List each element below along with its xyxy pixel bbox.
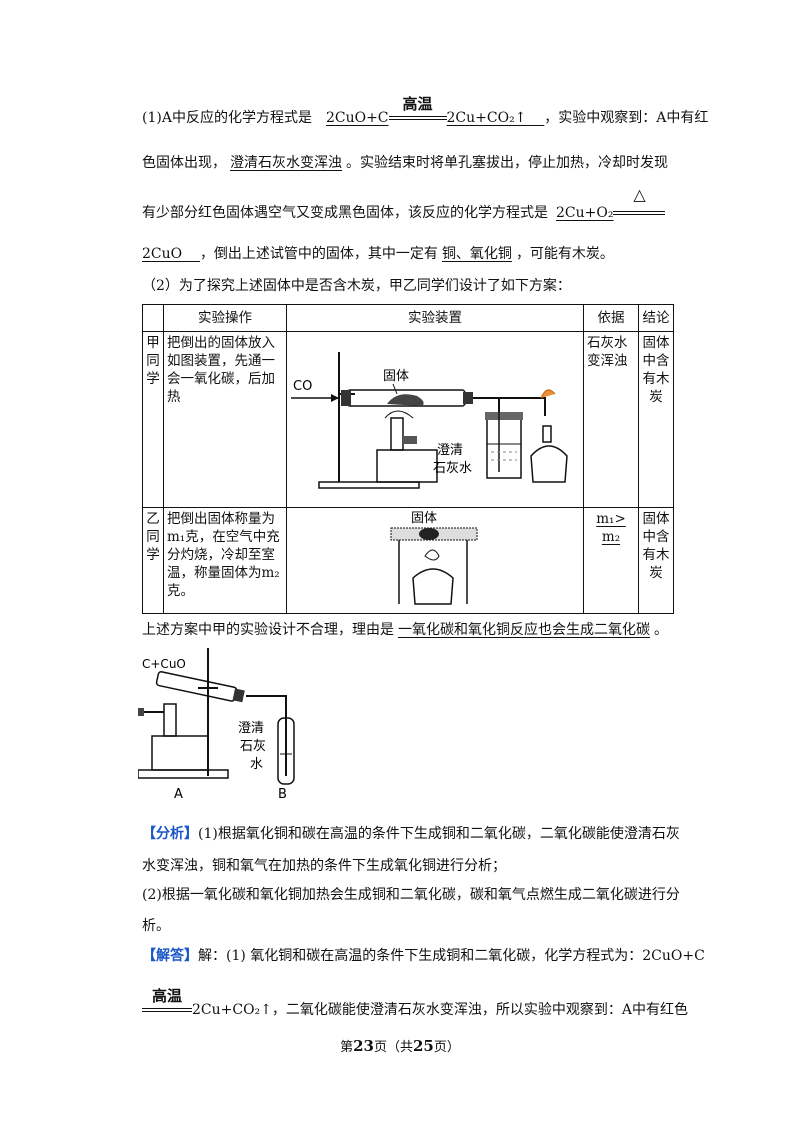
footer-suffix: 页）	[433, 1040, 460, 1055]
answer-cond-label: 高温	[151, 987, 182, 1005]
row2-apparatus: 固体	[286, 507, 584, 614]
row1-operation: 把倒出的固体放入如图装置，先通一会一氧化碳，后加热	[163, 331, 287, 508]
answer-condition: 高温	[142, 987, 192, 1020]
q1-text: (1)A中反应的化学方程式是	[142, 110, 312, 126]
observation-answer: 澄清石灰水变浑浊	[230, 155, 342, 171]
analysis-line-1: 【分析】(1)根据氧化铜和碳在高温的条件下生成铜和二氧化碳，二氧化碳能使澄清石灰	[142, 824, 680, 844]
reason-period: 。	[654, 622, 668, 638]
analysis-text: (1)根据氧化铜和碳在高温的条件下生成铜和二氧化碳，二氧化碳能使澄清石灰	[198, 826, 680, 842]
row1-basis: 石灰水变浑浊	[583, 331, 639, 508]
q1-text: 有少部分红色固体遇空气又变成黑色固体，该反应的化学方程式是	[142, 205, 548, 221]
answer-equals-sign	[142, 1008, 192, 1012]
certain-answer: 铜、氧化铜	[441, 246, 512, 262]
reason-answer: 一氧化碳和氧化铜反应也会生成二氧化碳	[398, 622, 650, 638]
row2-who-text: 乙同学	[146, 511, 160, 563]
eq2-condition: △	[613, 185, 666, 223]
eq2-left: 2Cu+O₂	[556, 205, 614, 221]
row2-conclusion: 固体中含有木炭	[638, 507, 674, 614]
row1-who-text: 甲同学	[146, 335, 160, 387]
header-empty	[142, 304, 164, 332]
q1-text: ，倒出上述试管中的固体，其中一定有	[199, 246, 438, 262]
experiment-table: 实验操作 实验装置 依据 结论 甲同学 把倒出的固体放入如图装置，先通一会一氧化…	[142, 304, 674, 614]
table-row: 甲同学 把倒出的固体放入如图装置，先通一会一氧化碳，后加热	[142, 331, 674, 508]
total-pages: 25	[413, 1037, 434, 1055]
answer-text: 2Cu+CO₂↑，二氧化碳能使澄清石灰水变浑浊，所以实验中观察到：A中有红色	[192, 1002, 689, 1018]
answer-tag-open: 【	[142, 948, 156, 964]
fig-lime-label-3: 水	[250, 757, 263, 772]
label-b: B	[278, 787, 287, 802]
burning-apparatus-figure: 固体	[390, 511, 478, 605]
eq1-answer: 2CuO+C 高温 2Cu+CO₂↑	[312, 95, 544, 128]
q1-text: ，可能有木炭。	[515, 246, 614, 262]
answer-line-2: 高温 2Cu+CO₂↑，二氧化碳能使澄清石灰水变浑浊，所以实验中观察到：A中有红色	[142, 987, 689, 1020]
analysis-tag: 分析	[156, 826, 184, 842]
row2-basis-bottom: m₂	[601, 529, 621, 545]
q2-intro-text: （2）为了探究上述固体中是否含木炭，甲乙同学们设计了如下方案：	[142, 278, 571, 294]
fig-lime-label-1: 澄清	[238, 721, 264, 736]
row2-operation: 把倒出固体称量为m₁克，在空气中充分灼烧，冷却至室温，称量固体为m₂克。	[163, 507, 287, 614]
header-operation: 实验操作	[163, 304, 287, 332]
eq1-right: 2Cu+CO₂↑	[446, 110, 527, 126]
label-a: A	[174, 787, 183, 802]
reason-text: 上述方案中甲的实验设计不合理，理由是	[142, 622, 394, 638]
fig-lime-label-2: 石灰	[240, 739, 266, 754]
eq1-cond-label: 高温	[402, 95, 433, 113]
solid-label: 固体	[383, 369, 409, 384]
analysis-text: (2)根据一氧化碳和氧化铜加热会生成铜和二氧化碳，碳和氧气点燃生成二氧化碳进行分	[142, 887, 680, 903]
analysis-line-4: 析。	[142, 916, 170, 936]
figure-a-b: C+CuO 澄清 石灰 水 A B	[138, 648, 295, 802]
limewater-label-1: 澄清	[437, 443, 463, 458]
c-cuo-label: C+CuO	[142, 657, 186, 671]
eq2-equals-sign	[613, 211, 666, 215]
answer-text: 解：(1) 氧化铜和碳在高温的条件下生成铜和二氧化碳，化学方程式为：2CuO+C	[198, 948, 705, 964]
q2-intro: （2）为了探究上述固体中是否含木炭，甲乙同学们设计了如下方案：	[142, 276, 571, 296]
q1-text: 。实验结束时将单孔塞拔出，停止加热，冷却时发现	[346, 155, 668, 171]
page-footer: 第23页（共25页）	[0, 1036, 800, 1055]
answer-line-1: 【解答】解：(1) 氧化铜和碳在高温的条件下生成铜和二氧化碳，化学方程式为：2C…	[142, 946, 705, 966]
footer-prefix: 第	[340, 1040, 354, 1055]
limewater-label-2: 石灰水	[433, 461, 472, 476]
q1-line-4: 2CuO ，倒出上述试管中的固体，其中一定有铜、氧化铜，可能有木炭。	[142, 244, 614, 264]
co-reduction-apparatus-figure: CO 固体 澄清 石灰水	[291, 352, 568, 489]
row2-who: 乙同学	[142, 507, 164, 614]
row2-basis: m₁> m₂	[583, 507, 639, 614]
row1-who: 甲同学	[142, 331, 164, 508]
header-conclusion: 结论	[638, 304, 674, 332]
row1-conclusion-text: 固体中含有木炭	[642, 335, 670, 405]
eq1-condition: 高温	[388, 95, 447, 128]
header-apparatus: 实验装置	[286, 304, 584, 332]
row1-conclusion: 固体中含有木炭	[638, 331, 674, 508]
q1-line-2: 色固体出现，澄清石灰水变浑浊。实验结束时将单孔塞拔出，停止加热，冷却时发现	[142, 153, 668, 173]
analysis-tag-open: 【	[142, 826, 156, 842]
analysis-text: 水变浑浊，铜和氧气在加热的条件下生成氧化铜进行分析；	[142, 858, 506, 874]
table-header-row: 实验操作 实验装置 依据 结论	[142, 304, 674, 332]
page-number: 23	[353, 1037, 374, 1055]
solid-label-2: 固体	[411, 511, 437, 526]
analysis-line-2: 水变浑浊，铜和氧气在加热的条件下生成氧化铜进行分析；	[142, 856, 506, 876]
q1-line-1: (1)A中反应的化学方程式是 2CuO+C 高温 2Cu+CO₂↑ ，实验中观察到：A…	[142, 95, 709, 128]
q1-line-3: 有少部分红色固体遇空气又变成黑色固体，该反应的化学方程式是 2Cu+O₂ △	[142, 185, 666, 223]
eq1-left: 2CuO+C	[325, 110, 389, 126]
eq1-equals-sign	[388, 116, 447, 120]
eq2-right: 2CuO	[142, 246, 183, 262]
eq2-cond-label: △	[633, 185, 646, 204]
row1-apparatus: CO 固体 澄清 石灰水	[286, 331, 584, 508]
footer-mid: 页（共	[373, 1040, 413, 1055]
row2-conclusion-text: 固体中含有木炭	[642, 511, 670, 581]
q1-text: 色固体出现，	[142, 155, 226, 171]
answer-tag-close: 】	[184, 948, 198, 964]
analysis-line-3: (2)根据一氧化碳和氧化铜加热会生成铜和二氧化碳，碳和氧气点燃生成二氧化碳进行分	[142, 885, 680, 905]
table-row: 乙同学 把倒出固体称量为m₁克，在空气中充分灼烧，冷却至室温，称量固体为m₂克。…	[142, 507, 674, 614]
eq2-answer: 2Cu+O₂ △	[548, 185, 666, 223]
q1-text: ，实验中观察到：A中有红	[544, 110, 709, 126]
answer-tag: 解答	[156, 948, 184, 964]
co-label: CO	[293, 379, 312, 394]
reason-line: 上述方案中甲的实验设计不合理，理由是一氧化碳和氧化铜反应也会生成二氧化碳。	[142, 620, 668, 640]
header-basis: 依据	[583, 304, 639, 332]
analysis-tag-close: 】	[184, 826, 198, 842]
analysis-text: 析。	[142, 918, 170, 934]
row2-basis-top: m₁>	[596, 511, 626, 527]
